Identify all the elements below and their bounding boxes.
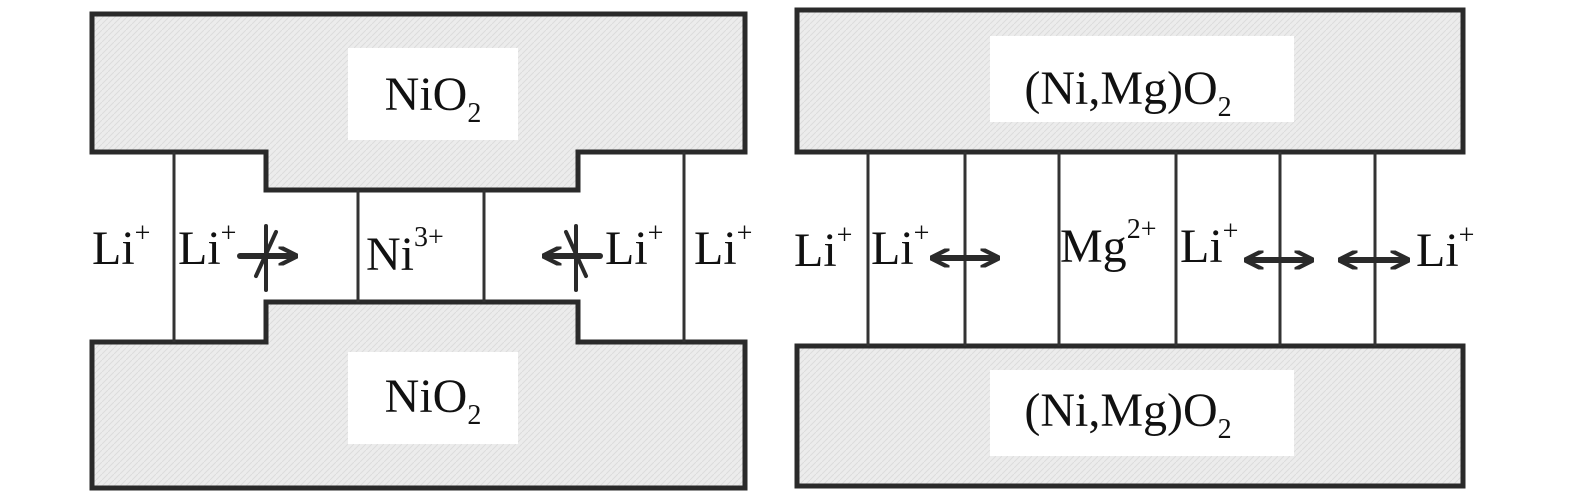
ion-li-outer-left: Li+ <box>92 218 150 275</box>
left-panel: NiO2 NiO2 Li+ Li+ Ni3+ Li+ Li+ <box>89 11 752 491</box>
right-top-slab-label: (Ni,Mg)O2 <box>1024 62 1231 123</box>
ion-mg2: Mg2+ <box>1060 214 1156 273</box>
ion-li-outer-right: Li+ <box>694 218 752 275</box>
left-top-label-bg <box>348 48 518 140</box>
ion-li-1: Li+ <box>794 220 852 277</box>
left-bottom-label-bg <box>348 352 518 444</box>
right-panel: (Ni,Mg)O2 (Ni,Mg)O2 Li+ Li+ Mg2+ Li+ Li+ <box>794 7 1474 489</box>
ion-li-inner-right: Li+ <box>605 218 663 275</box>
right-top-label-bg <box>990 36 1294 122</box>
left-bottom-slab-label: NiO2 <box>385 370 482 431</box>
ion-ni3-center: Ni3+ <box>366 222 444 281</box>
ion-li-inner-left: Li+ <box>178 218 236 275</box>
blocked-arrow-right-icon <box>237 224 294 292</box>
right-bottom-label-bg <box>990 370 1294 456</box>
ion-li-4: Li+ <box>1416 220 1474 277</box>
ion-li-3: Li+ <box>1180 216 1238 273</box>
blocked-arrow-left-icon <box>546 224 603 292</box>
left-top-slab-label: NiO2 <box>385 68 482 129</box>
right-bottom-slab-label: (Ni,Mg)O2 <box>1024 384 1231 445</box>
ion-li-2: Li+ <box>871 218 929 275</box>
